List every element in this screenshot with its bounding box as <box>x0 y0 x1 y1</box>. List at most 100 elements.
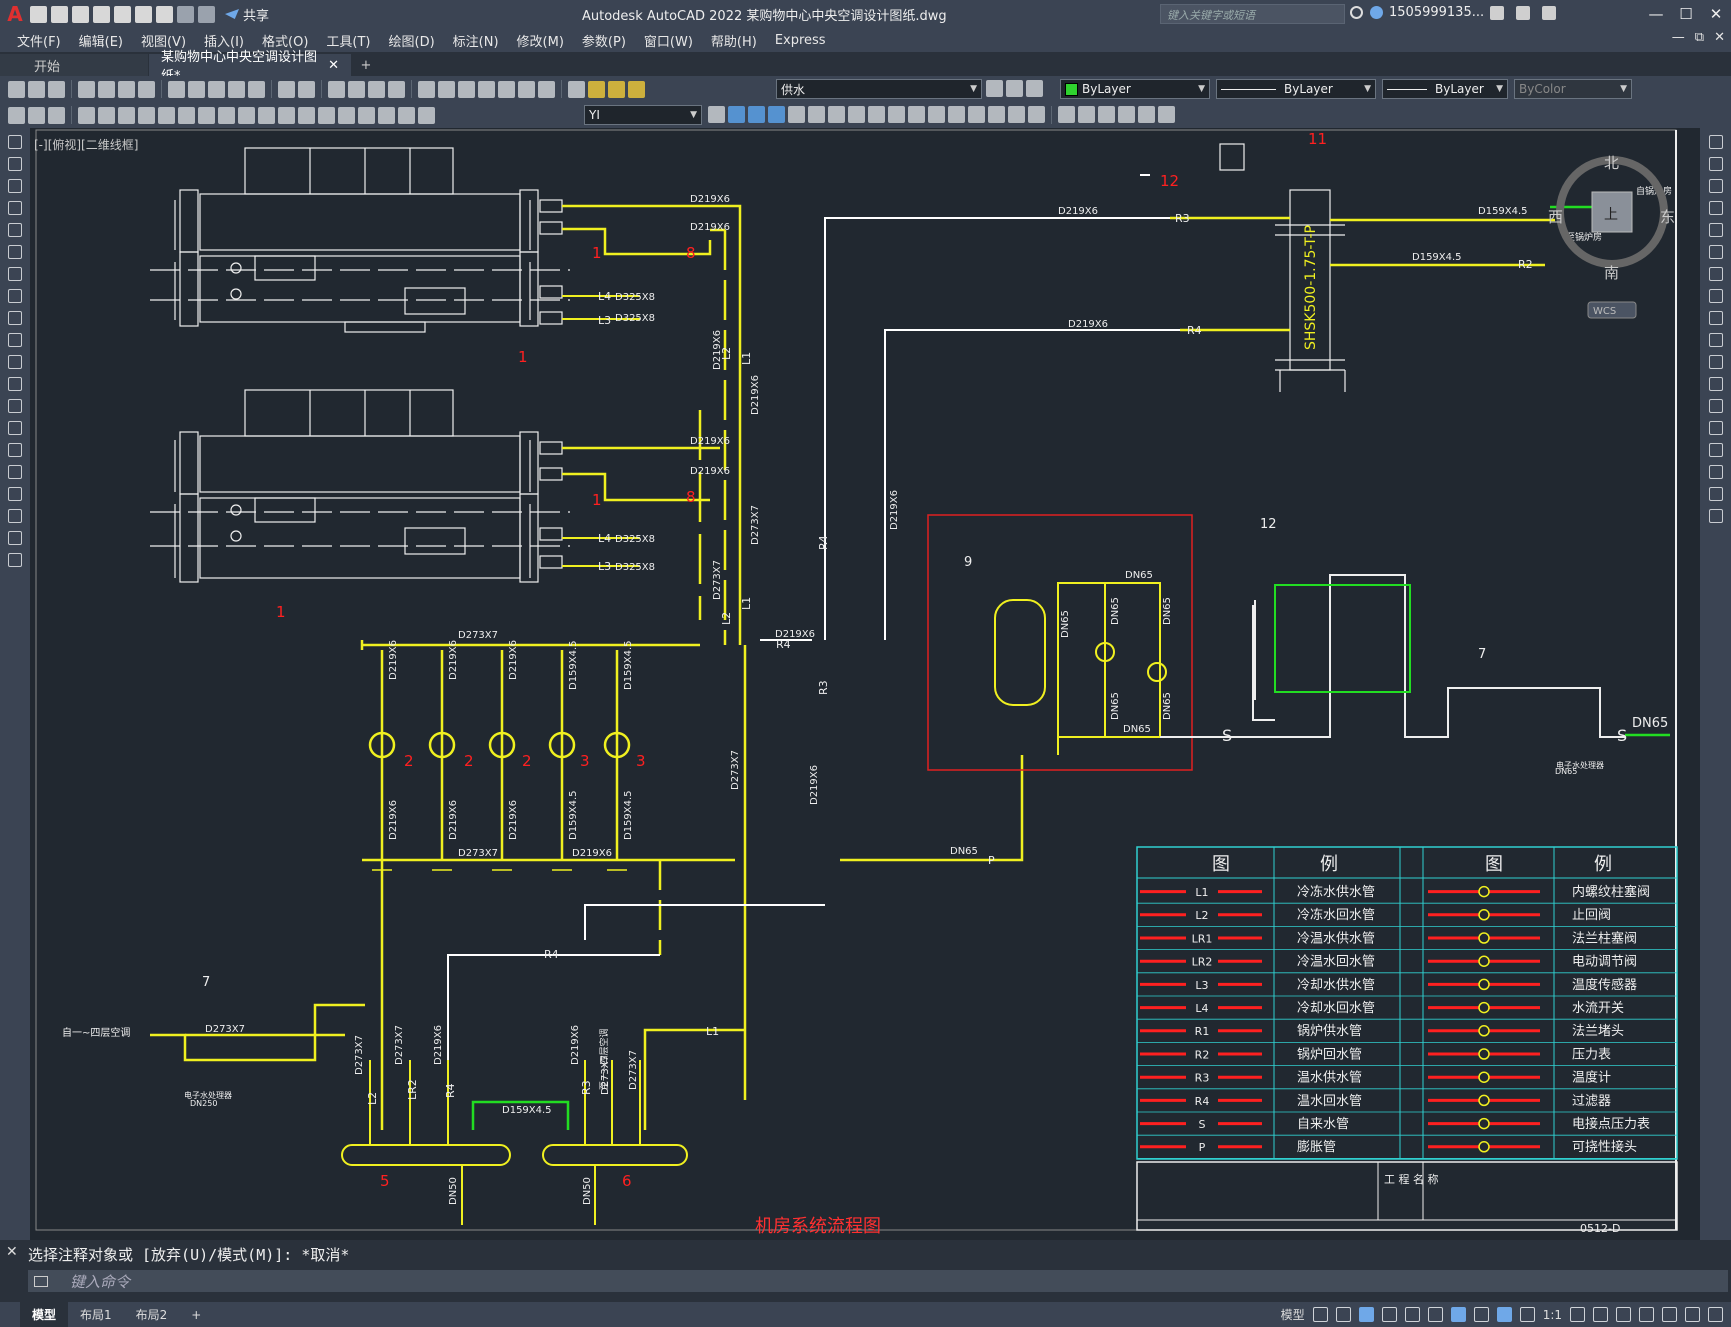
trim-icon[interactable] <box>1708 333 1723 347</box>
search-input[interactable]: 键入关键字或短语 <box>1160 4 1345 24</box>
zoom-previous-icon[interactable] <box>388 80 405 98</box>
customization-icon[interactable] <box>1708 1307 1723 1322</box>
trim-icon[interactable] <box>908 106 925 123</box>
erase-icon[interactable] <box>1708 135 1723 149</box>
menu-window[interactable]: 窗口(W) <box>643 34 693 50</box>
polygon-icon[interactable] <box>8 201 22 215</box>
water-headers[interactable] <box>341 1060 688 1225</box>
boiler-pipes[interactable] <box>1170 216 1555 332</box>
hatch-icon[interactable] <box>1098 106 1115 123</box>
copy-icon[interactable] <box>188 80 205 98</box>
plot-icon[interactable] <box>156 5 173 23</box>
ellipse-icon[interactable] <box>8 333 22 347</box>
add-selected-icon[interactable] <box>8 553 22 567</box>
polyline-icon[interactable] <box>8 179 22 193</box>
center-mark-icon[interactable] <box>318 106 335 124</box>
tab-close-icon[interactable]: ✕ <box>328 57 339 73</box>
rectangle-icon[interactable] <box>8 223 22 237</box>
clean-screen-icon[interactable] <box>1685 1307 1700 1322</box>
pan-icon[interactable] <box>328 80 345 98</box>
new-icon[interactable] <box>8 80 25 98</box>
grid-icon[interactable] <box>1312 1307 1328 1322</box>
new-file-icon[interactable] <box>30 5 47 23</box>
style-icon[interactable] <box>8 106 25 124</box>
jogged-icon[interactable] <box>178 106 195 124</box>
insert-block-icon[interactable] <box>1058 106 1075 123</box>
block-icon[interactable] <box>8 399 22 413</box>
move-icon[interactable] <box>1708 245 1723 259</box>
radius-icon[interactable] <box>158 106 175 124</box>
dim-update-icon[interactable] <box>418 106 435 124</box>
menu-tools[interactable]: 工具(T) <box>326 34 371 50</box>
scale-icon[interactable] <box>868 106 885 123</box>
polar-icon[interactable] <box>1381 1307 1397 1322</box>
extend-icon[interactable] <box>928 106 945 123</box>
ordinate-icon[interactable] <box>138 106 155 124</box>
pump-group[interactable] <box>362 650 735 1130</box>
revcloud-icon[interactable] <box>8 289 22 303</box>
zoom-realtime-icon[interactable] <box>348 80 365 98</box>
markup-icon[interactable] <box>498 80 515 98</box>
break-icon[interactable] <box>1708 399 1723 413</box>
menu-dimension[interactable]: 标注(N) <box>452 34 499 50</box>
expansion-tank-system[interactable] <box>994 582 1167 755</box>
open-icon[interactable] <box>28 80 45 98</box>
layer-on-icon[interactable] <box>588 80 605 98</box>
menu-help[interactable]: 帮助(H) <box>710 34 757 50</box>
properties-icon[interactable] <box>418 80 435 98</box>
cut-icon[interactable] <box>168 80 185 98</box>
tool-palettes-icon[interactable] <box>458 80 475 98</box>
annotation-scale[interactable]: 1:1 <box>1542 1307 1562 1322</box>
tab-model[interactable]: 模型 <box>20 1302 69 1327</box>
save-icon[interactable] <box>72 5 89 23</box>
plot-preview-icon[interactable] <box>98 80 115 98</box>
units-icon[interactable] <box>1616 1307 1631 1322</box>
menu-file[interactable]: 文件(F) <box>17 34 61 50</box>
insert-icon[interactable] <box>8 377 22 391</box>
menu-view[interactable]: 视图(V) <box>140 34 187 50</box>
aligned-dim-icon[interactable] <box>98 106 115 124</box>
hatch-icon[interactable] <box>8 443 22 457</box>
make-block-icon[interactable] <box>1078 106 1095 123</box>
rotate-icon[interactable] <box>1708 267 1723 281</box>
text-style-icon[interactable] <box>28 106 45 124</box>
doc-restore-button[interactable]: ⧉ <box>1694 30 1705 45</box>
autoscale-icon[interactable] <box>1519 1307 1535 1322</box>
region-icon[interactable] <box>8 487 22 501</box>
osnap-icon[interactable] <box>1427 1307 1443 1322</box>
inspect-icon[interactable] <box>338 106 355 124</box>
table-icon[interactable] <box>8 509 22 523</box>
stretch-icon[interactable] <box>1708 311 1723 325</box>
angular-icon[interactable] <box>218 106 235 124</box>
chiller-unit-1[interactable] <box>150 147 570 333</box>
workspace-gear-icon[interactable] <box>1570 1307 1585 1322</box>
color-dropdown[interactable]: ByLayer▼ <box>1060 79 1210 99</box>
construction-line-icon[interactable] <box>8 157 22 171</box>
share-button[interactable]: 共享 <box>225 5 269 24</box>
lineweight-icon[interactable] <box>1473 1307 1489 1322</box>
gradient-icon[interactable] <box>1118 106 1135 123</box>
zoom-window-icon[interactable] <box>368 80 385 98</box>
copy-icon[interactable] <box>1708 157 1723 171</box>
make-current-icon[interactable] <box>986 80 1003 97</box>
chamfer-icon[interactable] <box>988 106 1005 123</box>
expansion-pipe[interactable] <box>150 755 1024 1130</box>
stretch-icon[interactable] <box>888 106 905 123</box>
dim-style-icon[interactable] <box>708 106 725 123</box>
arc-length-icon[interactable] <box>118 106 135 124</box>
minimize-button[interactable]: — <box>1648 5 1664 23</box>
diameter-icon[interactable] <box>198 106 215 124</box>
linetype-dropdown[interactable]: ByLayer▼ <box>1216 79 1376 99</box>
jogged-linear-icon[interactable] <box>358 106 375 124</box>
undo-icon[interactable] <box>177 5 194 23</box>
tab-layout2[interactable]: 布局2 <box>135 1308 168 1322</box>
sheet-set-icon[interactable] <box>478 80 495 98</box>
array-icon[interactable] <box>1708 223 1723 237</box>
layer-dropdown[interactable]: 供水▼ <box>776 79 982 99</box>
ortho-icon[interactable] <box>1358 1307 1374 1322</box>
circle-icon[interactable] <box>8 267 22 281</box>
isodraft-icon[interactable] <box>1404 1307 1420 1322</box>
extend-icon[interactable] <box>1708 355 1723 369</box>
search-icon[interactable] <box>1350 6 1363 19</box>
scale-icon[interactable] <box>1708 289 1723 303</box>
